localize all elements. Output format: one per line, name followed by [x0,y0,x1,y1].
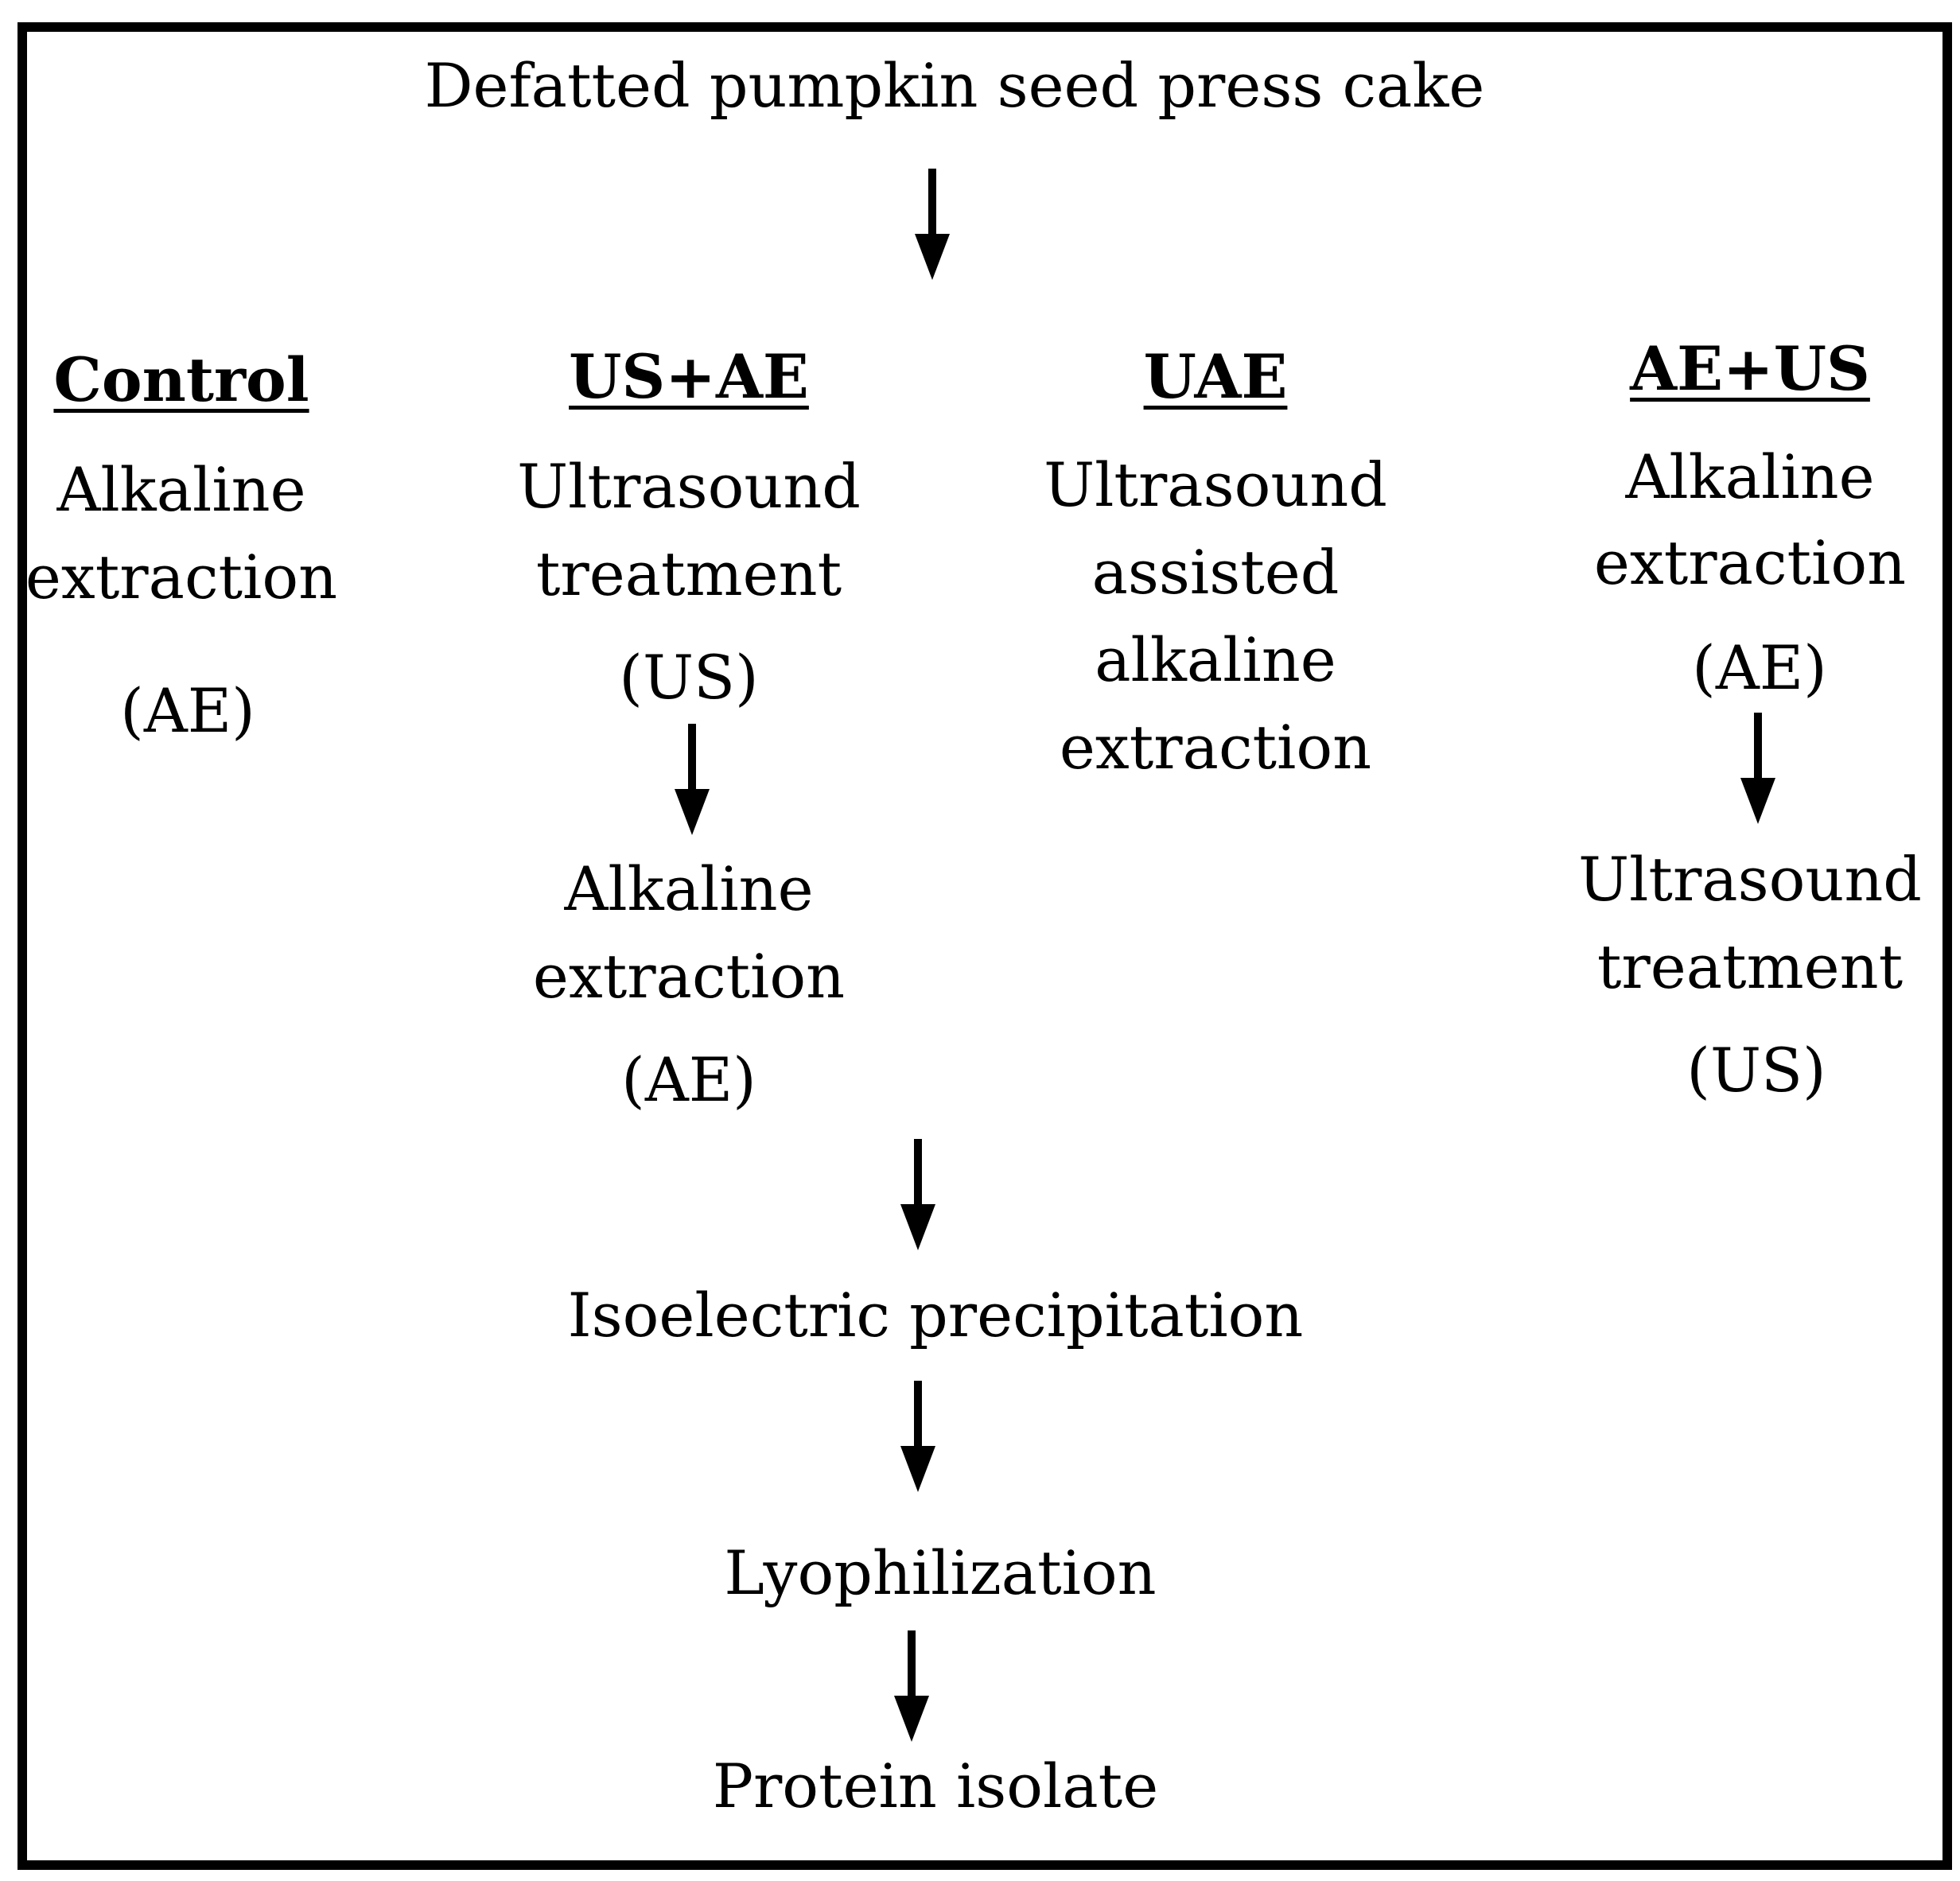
diagram-frame [18,22,1952,1870]
uae-line-2: assisted [1091,537,1340,608]
us-ae-step1-line-3: (US) [619,642,759,713]
ae-us-step2-line-2: treatment [1596,931,1904,1002]
ae-us-step2-line-3: (US) [1686,1035,1826,1106]
column-title-uae: UAE [1143,341,1288,412]
source-label: Defatted pumpkin seed press cake [424,50,1485,121]
us-ae-step1-line-1: Ultrasound [517,451,861,522]
ae-us-step1-line-3: (AE) [1692,632,1827,703]
us-ae-step2-line-1: Alkaline [564,853,814,924]
step-lyophilization: Lyophilization [724,1537,1157,1608]
arrow-down-icon [908,169,956,280]
column-title-control: Control [53,344,309,415]
step-protein-isolate: Protein isolate [712,1751,1159,1821]
us-ae-step1-line-2: treatment [535,538,842,609]
us-ae-step2-line-2: extraction [532,941,846,1012]
step-isoelectric-precipitation: Isoelectric precipitation [567,1280,1304,1351]
uae-line-4: extraction [1059,712,1372,783]
arrow-down-icon [894,1139,942,1250]
column-title-ae-us: AE+US [1630,333,1870,404]
uae-line-3: alkaline [1095,624,1336,695]
column-title-us-ae: US+AE [569,341,809,412]
arrow-down-icon [1734,713,1782,824]
control-line-2: extraction [25,542,338,612]
ae-us-step1-line-2: extraction [1593,527,1907,598]
arrow-down-icon [894,1381,942,1492]
us-ae-step2-line-3: (AE) [621,1044,756,1115]
control-line-1: Alkaline [56,454,306,525]
control-line-3: (AE) [120,675,255,746]
ae-us-step1-line-1: Alkaline [1625,441,1875,512]
uae-line-1: Ultrasound [1044,449,1387,520]
arrow-down-icon [668,724,716,835]
ae-us-step2-line-1: Ultrasound [1578,844,1922,915]
arrow-down-icon [888,1630,935,1742]
